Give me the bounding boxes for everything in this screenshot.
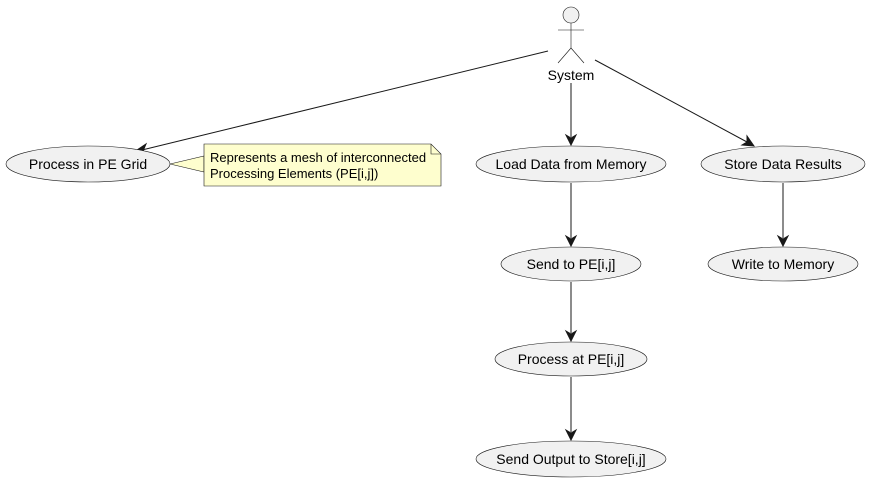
arrowhead xyxy=(564,133,578,147)
usecase-process-in-pe-grid[interactable]: Process in PE Grid xyxy=(5,145,171,183)
edge-actor-to-load-data xyxy=(564,83,578,147)
note: Represents a mesh of interconnected Proc… xyxy=(203,143,442,187)
usecase-label: Load Data from Memory xyxy=(496,156,647,172)
arrowhead xyxy=(564,428,578,442)
usecase-send-to-pe[interactable]: Send to PE[i,j] xyxy=(500,246,642,282)
arrowhead xyxy=(564,329,578,343)
arrowhead xyxy=(776,234,790,248)
edge-store-to-write xyxy=(776,183,790,248)
usecase-label: Store Data Results xyxy=(724,156,842,172)
note-line-1: Represents a mesh of interconnected xyxy=(210,150,426,165)
actor-label: System xyxy=(548,67,595,83)
usecase-label: Write to Memory xyxy=(732,256,834,272)
usecase-load-data-from-memory[interactable]: Load Data from Memory xyxy=(475,145,667,183)
edge-send-to-process xyxy=(564,282,578,343)
usecase-label: Send Output to Store[i,j] xyxy=(496,451,645,467)
actor-left-leg xyxy=(557,47,572,64)
note-line-2: Processing Elements (PE[i,j]) xyxy=(210,166,378,181)
actor-system[interactable]: System xyxy=(548,6,595,83)
usecase-label: Process in PE Grid xyxy=(29,156,147,172)
usecase-send-output-to-store[interactable]: Send Output to Store[i,j] xyxy=(475,440,667,478)
note-connector xyxy=(169,155,205,173)
edge-load-to-send xyxy=(564,183,578,248)
usecase-store-data-results[interactable]: Store Data Results xyxy=(700,145,866,183)
usecase-label: Process at PE[i,j] xyxy=(518,351,625,367)
edge-actor-to-process-grid xyxy=(132,50,549,158)
actor-head xyxy=(562,6,580,24)
arrowhead xyxy=(740,134,756,147)
actor-right-leg xyxy=(570,47,585,64)
usecase-write-to-memory[interactable]: Write to Memory xyxy=(707,246,859,282)
arrowhead xyxy=(564,234,578,248)
edge-process-to-output xyxy=(564,377,578,442)
edge-actor-to-store-results xyxy=(594,59,756,147)
usecase-label: Send to PE[i,j] xyxy=(527,256,616,272)
usecase-process-at-pe[interactable]: Process at PE[i,j] xyxy=(494,341,648,377)
